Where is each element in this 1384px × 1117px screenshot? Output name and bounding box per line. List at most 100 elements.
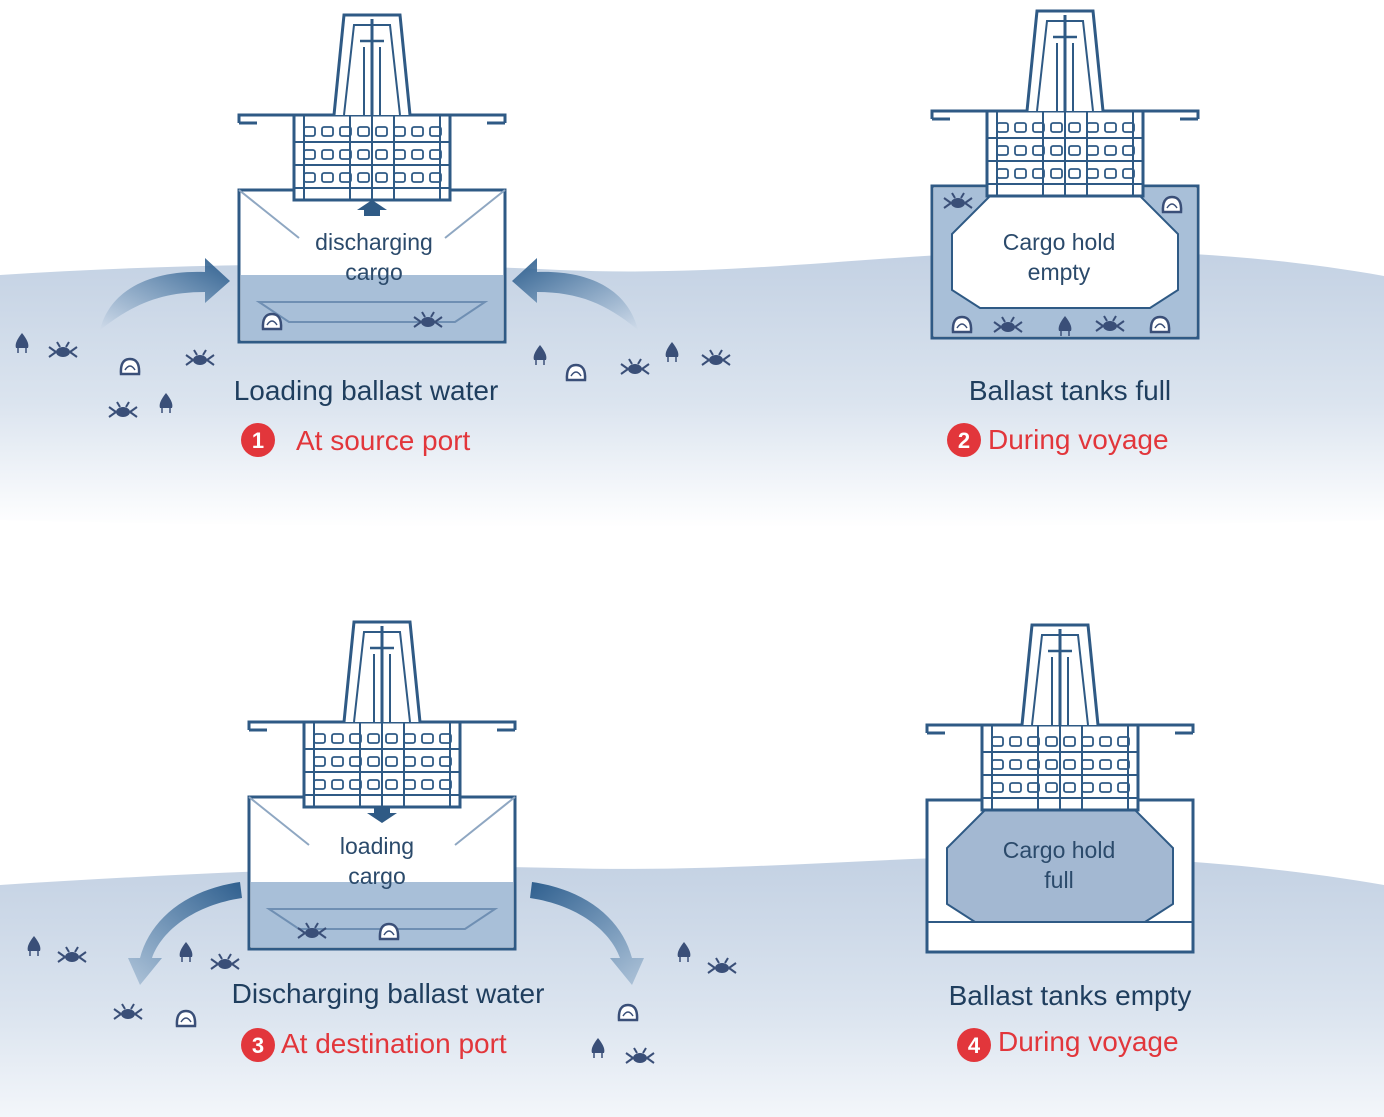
window (1050, 122, 1063, 133)
window (411, 126, 424, 137)
window (1027, 759, 1040, 770)
window (429, 172, 442, 183)
window (1009, 736, 1022, 747)
arrow-down-icon (367, 807, 397, 823)
window (1117, 759, 1130, 770)
window (1081, 736, 1094, 747)
hold-label-3a: loading (340, 833, 414, 859)
window (393, 149, 406, 160)
window (1081, 759, 1094, 770)
window (421, 733, 434, 744)
jellyfish-icon (591, 1038, 605, 1058)
window (1099, 782, 1112, 793)
window (385, 779, 398, 790)
step-label-2: During voyage (988, 424, 1169, 455)
shell-icon (951, 315, 973, 334)
window (303, 149, 316, 160)
hold-label-3b: cargo (348, 863, 406, 889)
window (1117, 736, 1130, 747)
window (385, 756, 398, 767)
shell-icon (1149, 315, 1171, 334)
window (1045, 736, 1058, 747)
window (1063, 759, 1076, 770)
window (996, 122, 1009, 133)
hold-label-4a: Cargo hold (1003, 837, 1116, 863)
window (349, 779, 362, 790)
window (1086, 122, 1099, 133)
outflow-arrows (128, 882, 644, 985)
shell-icon (261, 312, 283, 331)
window (1045, 782, 1058, 793)
window (367, 756, 380, 767)
window (439, 756, 452, 767)
window (1117, 782, 1130, 793)
window (1104, 168, 1117, 179)
window (1050, 145, 1063, 156)
window (1104, 145, 1117, 156)
step-number-2: 2 (958, 428, 970, 453)
caption-2: Ballast tanks full (969, 375, 1171, 406)
window (393, 126, 406, 137)
crab-icon (113, 1003, 143, 1020)
window (439, 779, 452, 790)
hold-label-4b: full (1044, 867, 1073, 893)
window (349, 756, 362, 767)
window (321, 149, 334, 160)
step-badge-1 (241, 423, 275, 457)
inflow-arrow-left (100, 258, 230, 330)
ballast-water (241, 275, 503, 340)
window (421, 779, 434, 790)
crab-icon (185, 349, 215, 366)
window (313, 756, 326, 767)
bottom-tank-line (255, 301, 489, 323)
window (1009, 782, 1022, 793)
window (1014, 122, 1027, 133)
window (331, 733, 344, 744)
jellyfish-icon (1058, 316, 1072, 336)
window (367, 733, 380, 744)
ship-2 (930, 9, 1200, 340)
window (1122, 122, 1135, 133)
hold-label-1a: discharging (315, 229, 433, 255)
window (375, 126, 388, 137)
hold-diagonal (444, 189, 506, 239)
window (375, 172, 388, 183)
caption-3: Discharging ballast water (232, 978, 545, 1009)
crab-icon (707, 957, 737, 974)
window (1032, 122, 1045, 133)
step-badge-3 (241, 1028, 275, 1062)
outflow-arrow-left (128, 882, 242, 985)
window (385, 733, 398, 744)
window (403, 756, 416, 767)
panel-3-labels: loading cargo Discharging ballast water … (232, 833, 545, 1062)
step-label-4: During voyage (998, 1026, 1179, 1057)
step-label-1: At source port (296, 425, 471, 456)
step-number-1: 1 (252, 428, 264, 453)
window (1122, 168, 1135, 179)
inflow-arrows (100, 258, 638, 330)
crab-icon (1095, 315, 1125, 332)
step-badge-4 (957, 1028, 991, 1062)
window (1104, 122, 1117, 133)
hold-diagonal (248, 796, 310, 846)
window (313, 779, 326, 790)
window (1063, 782, 1076, 793)
shell-icon (175, 1009, 197, 1028)
window (1009, 759, 1022, 770)
window (429, 126, 442, 137)
crab-icon (57, 946, 87, 963)
jellyfish-icon (15, 333, 29, 353)
window (357, 126, 370, 137)
window (339, 149, 352, 160)
crab-icon (210, 953, 240, 970)
cargo-hold (946, 807, 1174, 923)
window (991, 759, 1004, 770)
window (991, 736, 1004, 747)
jellyfish-icon (677, 942, 691, 962)
window (1063, 736, 1076, 747)
window (421, 756, 434, 767)
window (1014, 168, 1027, 179)
window (375, 149, 388, 160)
caption-4: Ballast tanks empty (949, 980, 1192, 1011)
